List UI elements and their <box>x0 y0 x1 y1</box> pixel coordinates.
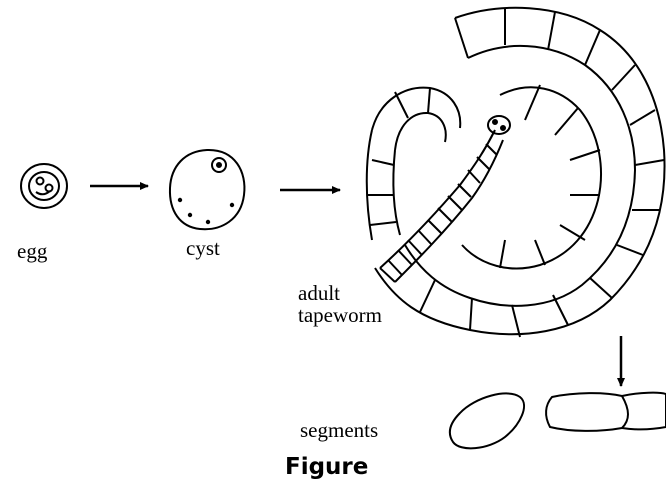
adult-label-line1: adult <box>298 282 382 304</box>
adult-tapeworm-illustration <box>367 8 665 337</box>
adult-label-line2: tapeworm <box>298 304 382 326</box>
cyst-illustration <box>170 150 245 229</box>
adult-tapeworm-label: adult tapeworm <box>298 282 382 326</box>
cyst-label: cyst <box>186 238 220 259</box>
egg-illustration <box>21 164 67 208</box>
segments-label: segments <box>300 420 378 441</box>
egg-label: egg <box>17 241 47 262</box>
segments-illustration <box>450 393 666 449</box>
figure-caption: Figure <box>285 454 368 480</box>
